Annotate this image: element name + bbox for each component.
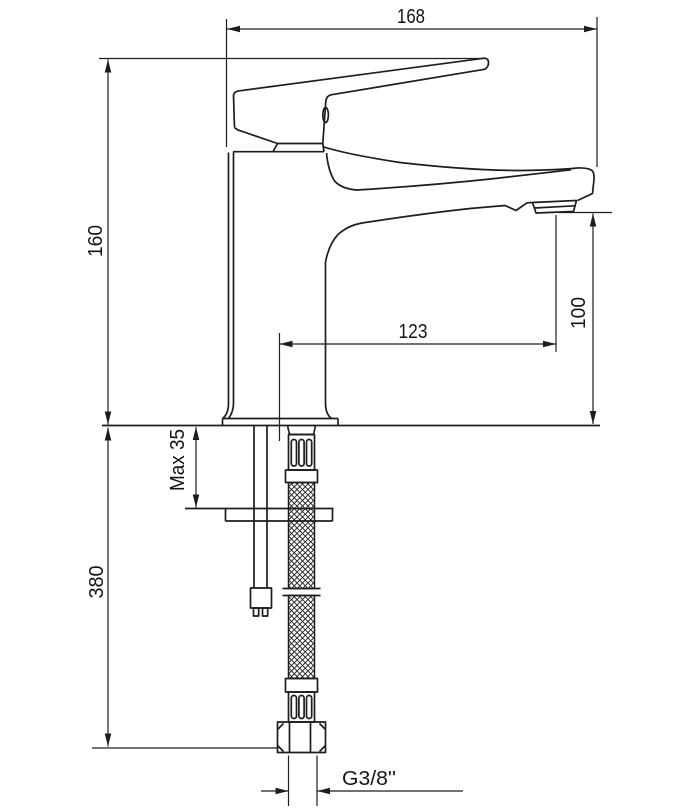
dimension-connection-thread: G3/8'' [261,755,463,806]
arrow-left-icon [279,340,293,348]
stud-end-block [249,587,273,609]
lever-handle [232,57,490,144]
arrow-right-icon [584,25,597,33]
hose-crimp-collar-upper [284,469,319,484]
cartridge-ring [272,142,325,153]
hose-braided-section-upper [287,481,316,590]
fitting-slot [298,438,305,467]
stud-leg-right [261,607,269,617]
fitting-slot [290,694,298,720]
mounting-hardware [185,425,334,617]
body-left-inner-edge [227,152,235,420]
arrow-down-icon [104,411,112,425]
dimension-label-100: 100 [568,297,590,329]
arrow-left-icon [317,787,330,795]
arrow-down-icon [589,411,597,424]
faucet-outline [221,57,595,426]
dimension-max-mounting-thickness: Max 35 [167,427,200,508]
washer-plate [185,507,334,522]
dimension-label-160: 160 [85,225,107,257]
dimension-label-380: 380 [86,566,108,599]
dimension-label-123: 123 [399,321,428,343]
arrow-down-icon [104,733,112,747]
dimension-spout-projection: 168 [225,6,598,167]
lever-base-slant [233,126,278,145]
arrow-left-icon [227,25,240,33]
body-left-outer-edge [221,152,230,420]
arrow-up-icon [104,59,112,73]
arrow-up-icon [589,213,597,227]
arrow-up-icon [192,427,200,440]
arrow-down-icon [192,494,200,508]
arrow-up-icon [104,427,112,441]
dimension-spout-reach: 123 [278,215,557,441]
mounting-stud [253,425,268,588]
dimension-label-thread: G3/8'' [342,768,396,790]
hose-top-adapter [286,425,317,436]
dimension-label-168: 168 [397,6,425,28]
fitting-slot [305,694,313,720]
hose-hex-nut [276,721,327,754]
hose-braided-section-lower [287,594,316,680]
fitting-slot [305,438,313,467]
hose-crimp-collar-lower [284,677,319,693]
arrow-right-icon [275,787,289,795]
spout-underside [324,201,534,263]
fitting-slot [298,694,305,720]
stud-leg-left [252,607,260,617]
dimension-body-height: 160 [85,57,486,425]
dimension-hose-length: 380 [86,427,278,749]
hose-break-lines [282,587,321,597]
fitting-slot [290,438,298,467]
lever-neck-detail [321,106,330,124]
spout-crease-line [325,152,572,191]
dimension-aerator-height: 100 [559,211,612,424]
flexible-hose [276,425,327,754]
body-right-edge [324,262,333,420]
base-plate [221,417,339,426]
spout-top-edge [322,145,595,202]
aerator [531,199,578,214]
hex-nut-facets [276,722,327,753]
arrow-right-icon [543,340,556,348]
dimension-label-max35: Max 35 [167,429,189,491]
